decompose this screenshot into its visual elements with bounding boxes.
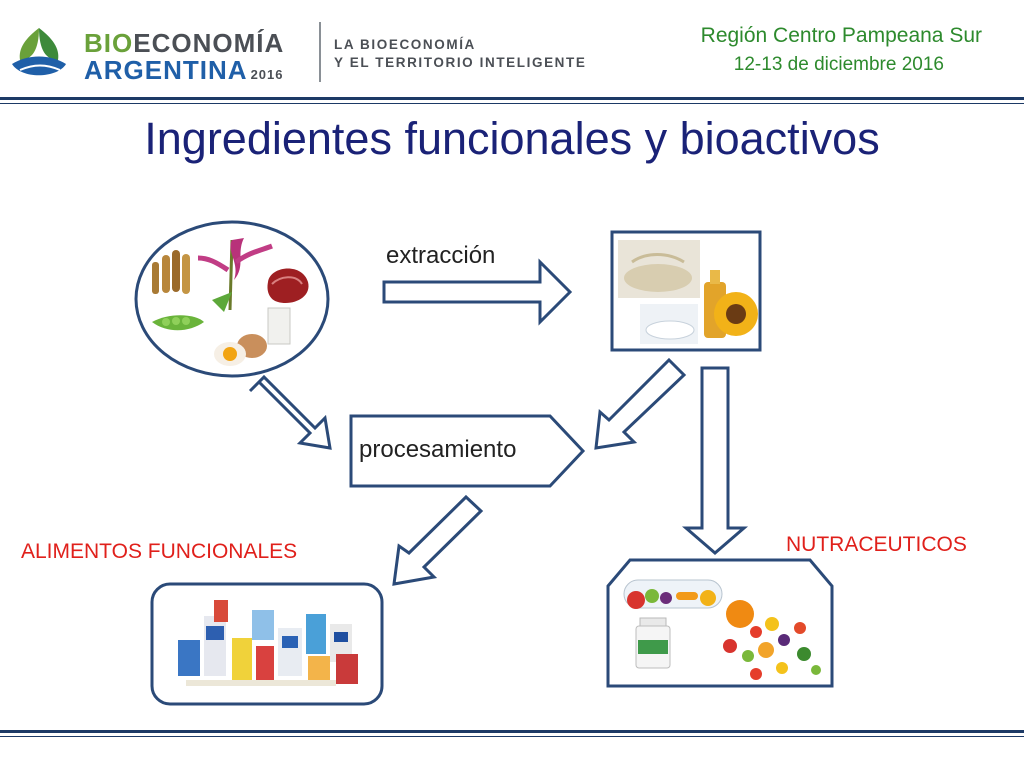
- ingredients-to-processing-arrow: [594, 357, 687, 450]
- brand-country-text: ARGENTINA: [84, 55, 248, 85]
- header-rule: [0, 97, 1024, 100]
- processing-label: procesamiento: [359, 436, 517, 463]
- extraction-arrow: [382, 258, 573, 326]
- header-separator: [319, 22, 321, 82]
- tagline-line1: LA BIOECONOMÍA: [334, 37, 476, 52]
- ingredients-image: [618, 240, 758, 344]
- brand-name: BIOECONOMÍA: [84, 28, 284, 59]
- bioeconomia-logo-icon: [8, 24, 70, 84]
- header-rule-thin: [0, 103, 1024, 104]
- region-name: Región Centro Pampeana Sur: [700, 24, 982, 47]
- brand-year: 2016: [250, 67, 284, 82]
- ingredients-to-nutraceuticals-arrow: [681, 366, 749, 555]
- event-dates: 12-13 de diciembre 2016: [733, 54, 944, 75]
- raw-to-processing-arrow: [248, 374, 332, 450]
- tagline-line2: Y EL TERRITORIO INTELIGENTE: [334, 55, 587, 70]
- functional-foods-image: [178, 600, 358, 686]
- raw-materials-image: [152, 238, 309, 366]
- processing-node: [349, 414, 586, 488]
- nutraceuticals-image: [623, 579, 821, 680]
- slide-title: Ingredientes funcionales y bioactivos: [144, 113, 880, 164]
- footer-rule: [0, 730, 1024, 733]
- processing-to-foods-arrow: [392, 494, 484, 586]
- footer-rule-thin: [0, 736, 1024, 737]
- brand-suffix: ECONOMÍA: [133, 28, 285, 58]
- functional-foods-label: ALIMENTOS FUNCIONALES: [21, 540, 298, 563]
- nutraceuticals-label: NUTRACEUTICOS: [786, 533, 967, 556]
- brand-prefix: BIO: [84, 28, 134, 58]
- extraction-label: extracción: [386, 242, 496, 269]
